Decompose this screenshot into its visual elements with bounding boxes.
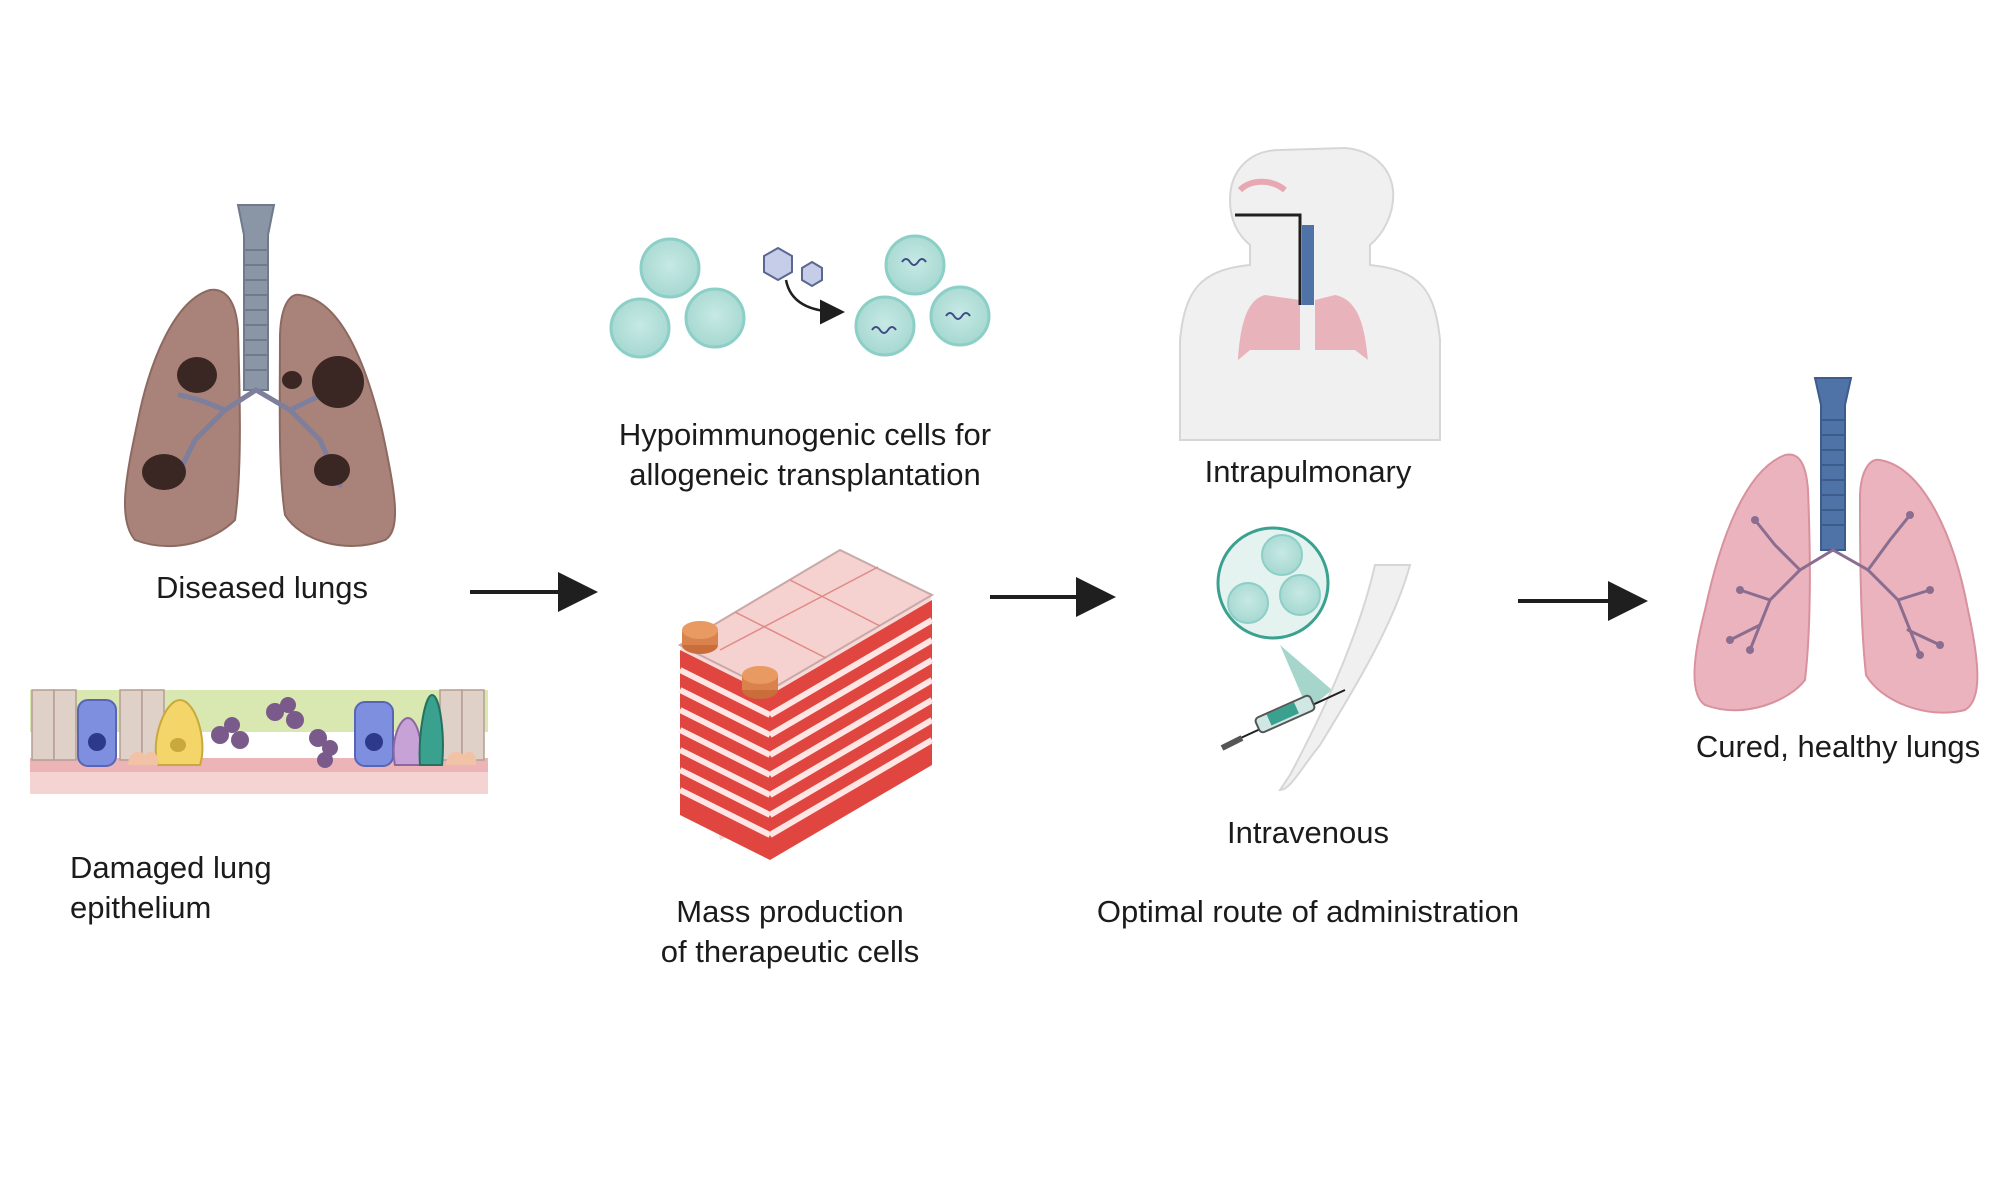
hypoimmunogenic-cells-icon	[609, 234, 991, 359]
intravenous-icon	[1216, 526, 1412, 792]
healthy-lungs-icon	[1693, 377, 1979, 714]
healthy-lungs-label: Cured, healthy lungs	[1696, 729, 1980, 764]
route-title-label: Optimal route of administration	[1097, 894, 1519, 929]
damaged-epithelium-label-line2: epithelium	[70, 890, 211, 925]
diseased-lungs-icon	[123, 204, 397, 548]
production-label-line1: Mass production	[676, 894, 903, 929]
intrapulmonary-body-icon	[1179, 146, 1441, 441]
production-label-line2: of therapeutic cells	[661, 934, 919, 969]
damaged-epithelium-icon	[30, 689, 488, 794]
diseased-lungs-label: Diseased lungs	[156, 570, 368, 605]
intrapulmonary-label: Intrapulmonary	[1205, 454, 1412, 489]
cell-factory-icon	[677, 548, 935, 860]
cells-label-line2: allogeneic transplantation	[629, 457, 981, 492]
damaged-epithelium-label-line1: Damaged lung	[70, 850, 272, 885]
cells-label-line1: Hypoimmunogenic cells for	[619, 417, 991, 452]
intravenous-label: Intravenous	[1227, 815, 1389, 850]
